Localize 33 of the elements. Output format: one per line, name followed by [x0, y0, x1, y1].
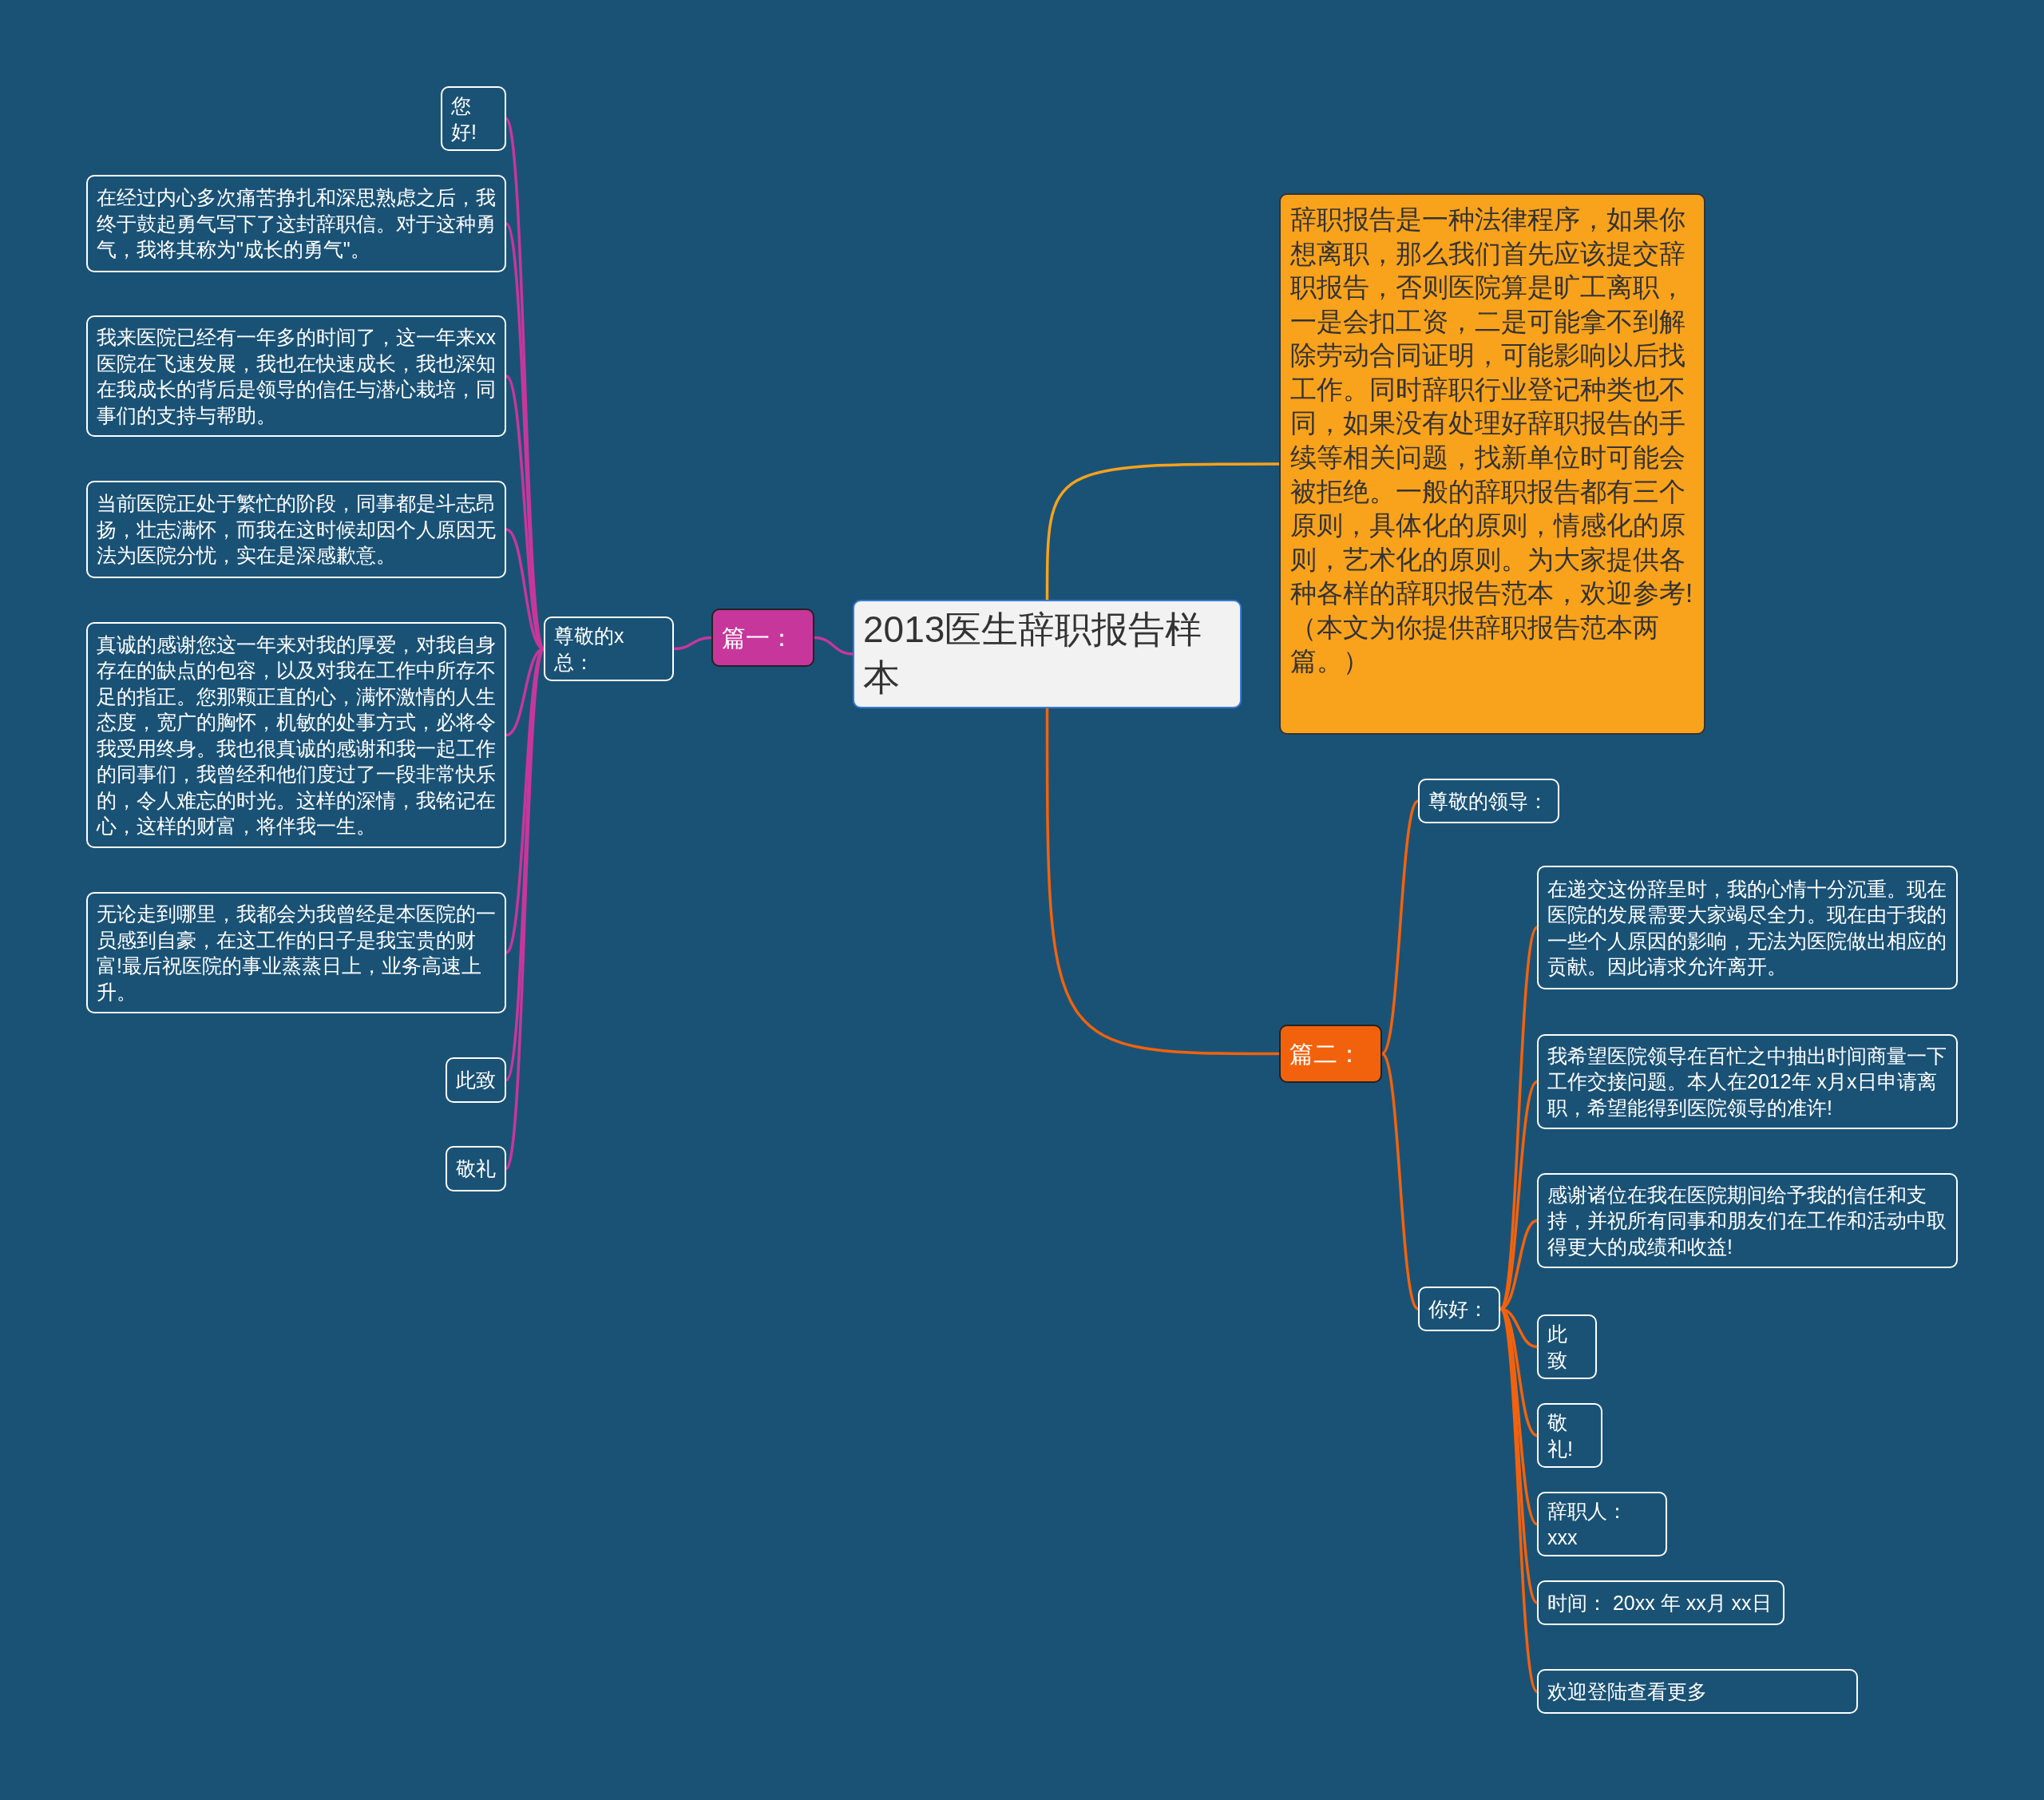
paragraph-box: 无论走到哪里，我都会为我曾经是本医院的一员感到自豪，在这工作的日子是我宝贵的财富!最后祝医院的事业蒸蒸日上，业务高速上升。	[86, 892, 506, 1013]
paragraph-box: 我来医院已经有一年多的时间了，这一年来xx医院在飞速发展，我也在快速成长，我也深知在我成长的背后是领导的信任与潜心栽培，同事们的支持与帮助。	[86, 315, 506, 437]
connector-line	[1380, 1053, 1420, 1310]
connector-line	[1499, 1308, 1539, 1692]
connector-line	[1499, 926, 1539, 1310]
paragraph-box: 在经过内心多次痛苦挣扎和深思熟虑之后，我终于鼓起勇气写下了这封辞职信。对于这种勇气，我将其称为"成长的勇气"。	[86, 175, 506, 272]
connector-line	[814, 636, 854, 656]
subtopic-box: 尊敬的领导：	[1418, 779, 1559, 823]
text-box: 此致	[1537, 1314, 1597, 1379]
connector-line	[505, 648, 545, 1170]
text-box: 您好!	[441, 86, 506, 151]
text-box: 辞职人：xxx	[1537, 1492, 1667, 1556]
text-box: 此致	[446, 1057, 506, 1103]
connector-line	[1045, 708, 1279, 1056]
paragraph-box: 感谢诸位在我在医院期间给予我的信任和支持，并祝所有同事和朋友们在工作和活动中取得更大的成绩和收益!	[1537, 1173, 1958, 1268]
paragraph-box: 真诚的感谢您这一年来对我的厚爱，对我自身存在的缺点的包容，以及对我在工作中所存不足的指正。您那颗正直的心，满怀激情的人生态度，宽广的胸怀，机敏的处事方式，必将令我受用终身。我也很真诚的感谢和我一起工作的同事们，我曾经和他们度过了一段非常快乐的，令人难忘的时光。这样的深情，我铭记在心，这样的财富，将伴我一生。	[86, 622, 506, 848]
paragraph-box: 在递交这份辞呈时，我的心情十分沉重。现在医院的发展需要大家竭尽全力。现在由于我的一些个人原因的影响，无法为医院做出相应的贡献。因此请求允许离开。	[1537, 866, 1958, 989]
text-box: 欢迎登陆查看更多	[1537, 1669, 1858, 1714]
connector-line	[1045, 462, 1279, 600]
subtopic-box: 你好：	[1418, 1287, 1500, 1331]
paragraph-box: 我希望医院领导在百忙之中抽出时间商量一下工作交接问题。本人在2012年 x月x日申请离职，希望能得到医院领导的准许!	[1537, 1034, 1958, 1129]
connector-line	[1380, 799, 1420, 1055]
description-box: 辞职报告是一种法律程序，如果你想离职，那么我们首先应该提交辞职报告，否则医院算是旷工离职，一是会扣工资，二是可能拿不到解除劳动合同证明，可能影响以后找工作。同时辞职行业登记种类也不同，如果没有处理好辞职报告的手续等相关问题，找新单位时可能会被拒绝。一般的辞职报告都有三个原则，具体化的原则，情感化的原则，艺术化的原则。为大家提供各种各样的辞职报告范本，欢迎参考!（本文为你提供辞职报告范本两篇。）	[1279, 193, 1705, 735]
paragraph-box: 当前医院正处于繁忙的阶段，同事都是斗志昂扬，壮志满怀，而我在这时候却因个人原因无法为医院分忧，实在是深感歉意。	[86, 481, 506, 578]
connector-line	[1499, 1219, 1538, 1310]
text-box: 敬礼	[446, 1146, 506, 1191]
subtopic-box: 尊敬的x总：	[544, 617, 674, 681]
branch-box: 篇一：	[711, 609, 814, 667]
text-box: 敬礼!	[1537, 1403, 1602, 1468]
topic-box: 2013医生辞职报告样本	[853, 600, 1242, 708]
connector-line	[673, 636, 712, 651]
text-box: 时间： 20xx 年 xx月 xx日	[1537, 1580, 1785, 1625]
branch-box: 篇二：	[1279, 1025, 1382, 1083]
